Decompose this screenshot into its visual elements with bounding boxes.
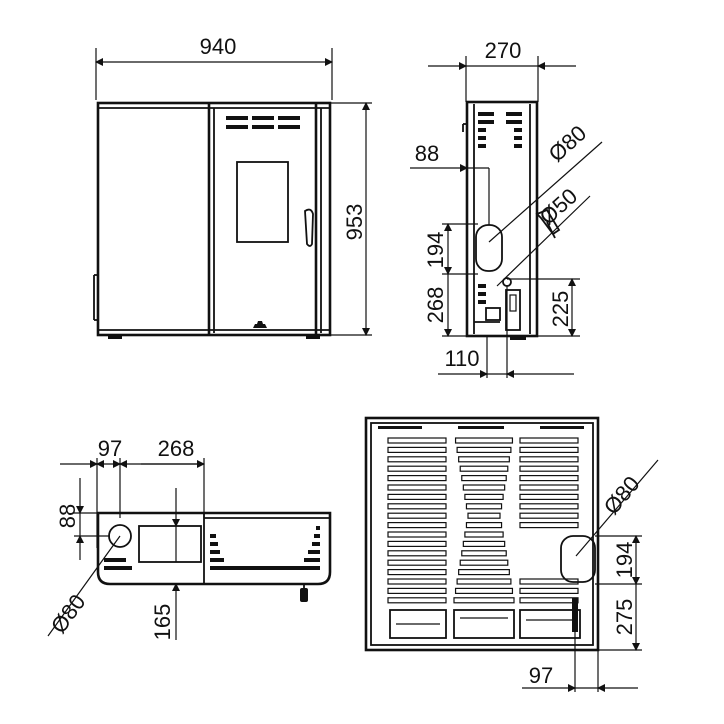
rear-lower-height-label: 275 <box>612 599 637 636</box>
rear-louver-slot <box>387 531 447 538</box>
rear-louver-slot <box>387 597 447 604</box>
rear-louver-slot <box>387 493 447 500</box>
front-vent-slots <box>226 116 300 129</box>
front-view: 940 953 <box>93 34 372 339</box>
rear-louver-slot <box>465 503 503 510</box>
top-bottom-depth-label: 165 <box>150 604 175 641</box>
front-height-label: 953 <box>342 204 367 241</box>
side-flue-diameter-label: Ø80 <box>544 120 592 166</box>
top-offset-width-label: 268 <box>158 436 195 461</box>
side-body-outline <box>465 100 539 338</box>
rear-compartment-center <box>453 609 515 639</box>
brand-logo-icon <box>253 321 267 328</box>
rear-louver-slot <box>464 531 504 538</box>
top-knob-icon <box>300 588 308 602</box>
rear-louver-slot <box>456 446 512 453</box>
top-offset-depth-label: 88 <box>55 504 80 528</box>
rear-louver-slot <box>387 587 447 595</box>
side-flue-height-label: 194 <box>423 232 448 269</box>
side-air-diameter-label: Ø50 <box>535 183 583 229</box>
rear-flue-diameter-label: Ø80 <box>599 471 645 519</box>
front-glass-window <box>236 161 289 243</box>
rear-louver-slot <box>458 456 510 463</box>
rear-louver-slot <box>387 465 447 472</box>
rear-louver-slot <box>467 512 501 519</box>
rear-louver-slot <box>462 540 506 548</box>
rear-louver-slot <box>387 568 447 576</box>
rear-compartment-right <box>519 609 581 639</box>
rear-view: Ø80 194 275 97 <box>364 416 659 692</box>
rear-louver-slot <box>456 578 512 585</box>
rear-louvers <box>387 437 579 604</box>
rear-louver-slot <box>519 465 579 472</box>
rear-louver-slot <box>519 503 579 510</box>
front-width-label: 940 <box>200 34 237 59</box>
rear-louver-slot <box>387 512 447 519</box>
rear-louver-slot <box>387 578 447 585</box>
rear-louver-slot <box>464 493 504 500</box>
rear-flue-height-label: 194 <box>612 542 637 579</box>
rear-louver-slot <box>454 587 514 595</box>
side-depth-label: 270 <box>485 38 522 63</box>
rear-louver-slot <box>519 512 579 519</box>
rear-louver-slot <box>519 446 579 453</box>
side-flue-offset-label: 88 <box>415 141 439 166</box>
rear-louver-slot <box>519 587 579 595</box>
rear-louver-slot <box>465 521 503 529</box>
top-hopper-opening <box>138 525 202 563</box>
rear-louver-slot <box>519 597 579 604</box>
rear-flue-outlet <box>560 535 596 583</box>
rear-louver-slot <box>461 475 507 482</box>
rear-louver-slot <box>387 559 447 566</box>
rear-louver-slot <box>459 465 509 472</box>
side-top-vents <box>478 112 522 148</box>
rear-louver-slot <box>519 484 579 491</box>
top-offset-left-label: 97 <box>98 436 122 461</box>
rear-louver-slot <box>458 568 510 576</box>
rear-louver-slot <box>387 456 447 463</box>
rear-louver-slot <box>459 559 509 566</box>
rear-louver-slot <box>454 437 514 444</box>
rear-louver-slot <box>387 446 447 453</box>
top-body-outline <box>96 511 332 586</box>
rear-louver-slot <box>461 550 507 557</box>
rear-louver-slot <box>387 521 447 529</box>
rear-louver-slot <box>453 597 515 604</box>
side-air-height-label: 225 <box>548 291 573 328</box>
rear-louver-slot <box>387 550 447 557</box>
front-body-outline <box>96 101 332 337</box>
rear-louver-slot <box>387 484 447 491</box>
rear-louver-slot <box>519 437 579 444</box>
rear-louver-slot <box>387 540 447 548</box>
rear-compartment-left <box>389 609 447 639</box>
rear-louver-slot <box>519 521 579 529</box>
rear-body-outline <box>364 416 600 652</box>
side-view: 270 <box>410 38 603 378</box>
side-bottom-mechanics <box>474 284 521 331</box>
door-handle-icon <box>304 208 314 247</box>
rear-louver-slot <box>519 475 579 482</box>
top-view: 97 268 88 <box>46 436 332 641</box>
side-bottom-offset-label: 110 <box>444 346 479 371</box>
side-damper-knob <box>535 208 561 236</box>
rear-louver-slot <box>519 456 579 463</box>
rear-louver-slot <box>462 484 506 491</box>
side-lower-height-label: 268 <box>423 287 448 324</box>
rear-louver-slot <box>387 437 447 444</box>
rear-louver-slot <box>387 503 447 510</box>
rear-louver-slot <box>387 475 447 482</box>
rear-louver-slot <box>519 493 579 500</box>
top-vents <box>104 526 320 570</box>
rear-side-offset-label: 97 <box>529 663 553 688</box>
side-flue-outlet <box>475 224 503 272</box>
